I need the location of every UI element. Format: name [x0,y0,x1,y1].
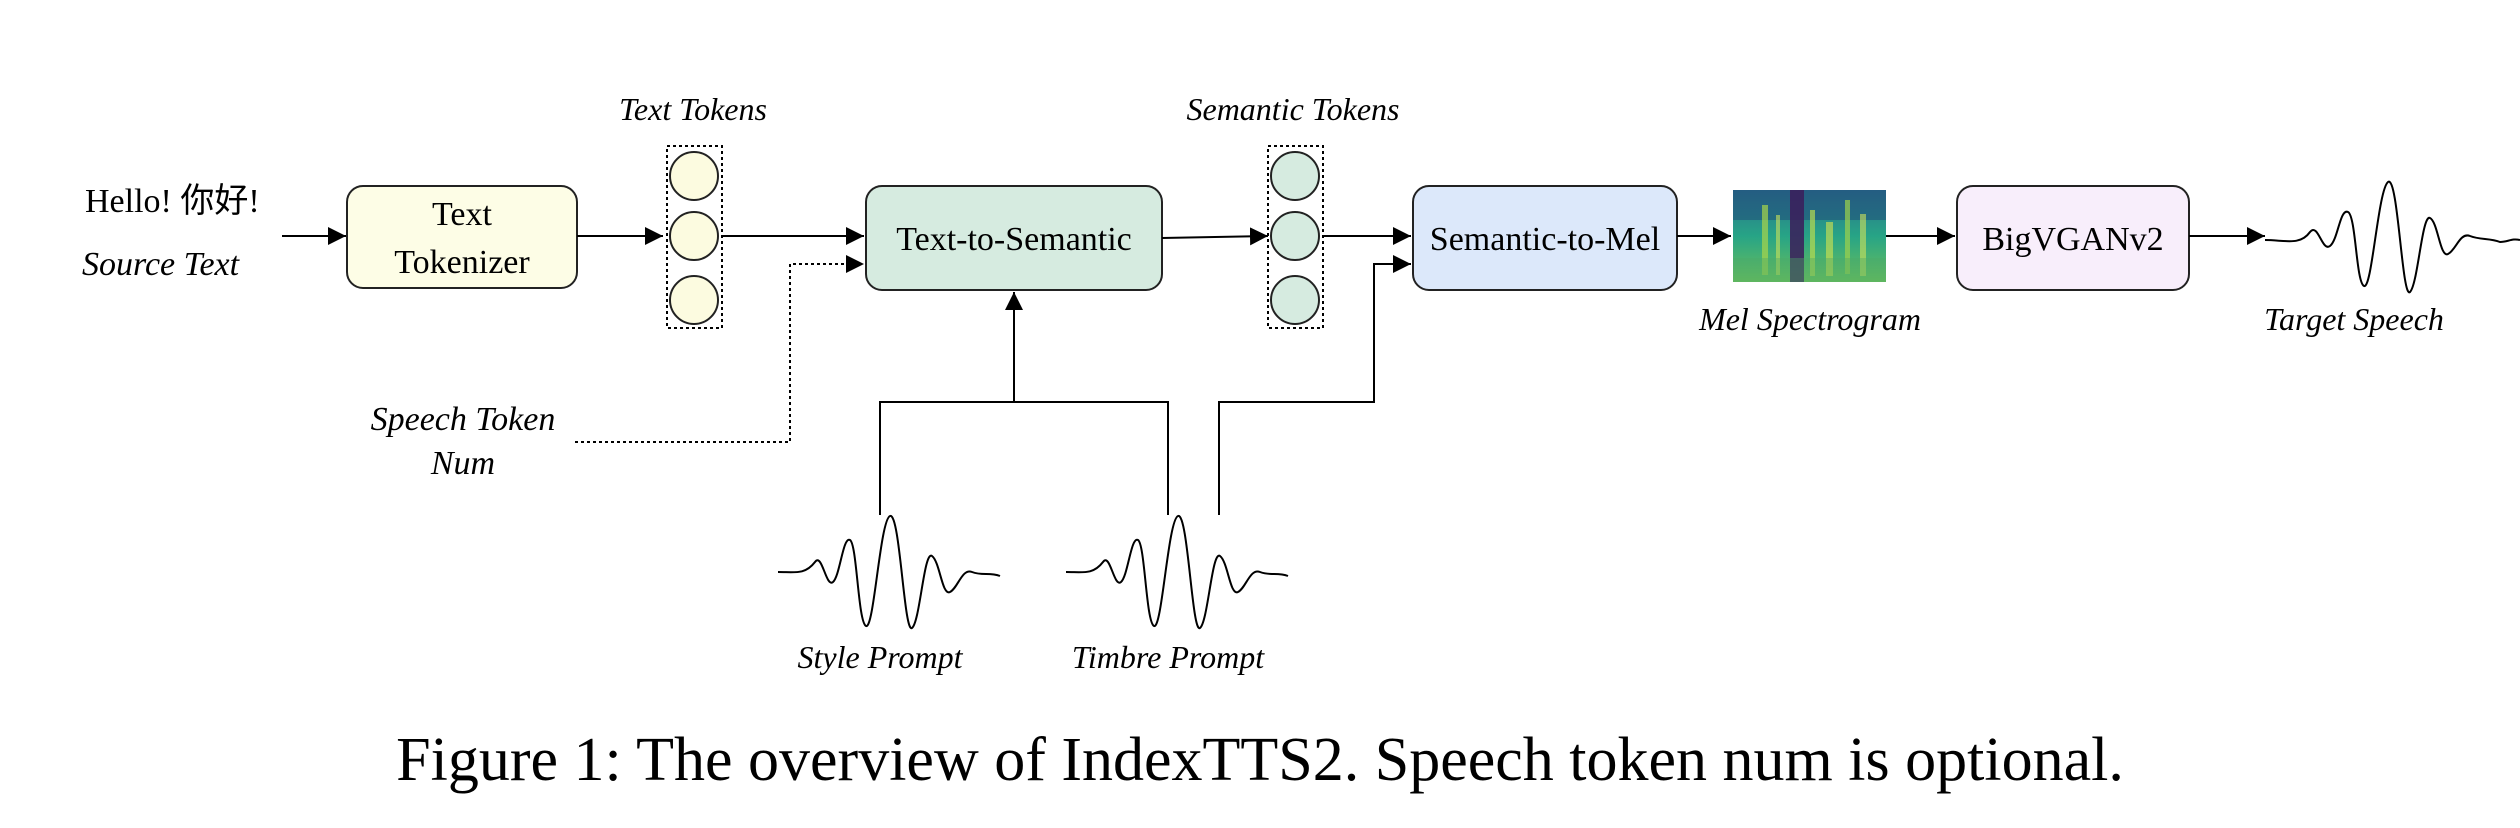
speech-token-num-line1: Speech Token [371,401,556,438]
source-text-label: Source Text [82,246,241,283]
text-to-semantic-label: Text-to-Semantic [896,221,1132,258]
vocoder-block: BigVGANv2 [1956,185,2190,291]
text-tokenizer-block: Text Tokenizer [346,185,578,289]
figure-caption: Figure 1: The overview of IndexTTS2. Spe… [396,726,2124,794]
arrow-speech-token-num-to-t2s [575,255,864,443]
semantic-to-mel-label: Semantic-to-Mel [1430,221,1660,258]
text-to-semantic-block: Text-to-Semantic [865,185,1163,291]
text-token-circle [669,275,719,325]
semantic-token-circle [1270,211,1320,261]
mel-spectrogram-label: Mel Spectrogram [1698,301,1921,337]
line-timbre-prompt-to-t2s [1014,401,1169,515]
style-prompt-waveform [777,514,1001,630]
target-speech-waveform [2264,180,2520,294]
source-text-value: Hello! 你好! [85,182,260,220]
speech-token-num-line2: Num [430,445,495,482]
vocoder-label: BigVGANv2 [1982,221,2163,258]
text-token-circle [669,211,719,261]
semantic-to-mel-block: Semantic-to-Mel [1412,185,1678,291]
text-tokens-label: Text Tokens [619,91,767,127]
semantic-tokens-stack [1267,145,1324,329]
target-speech-label: Target Speech [2264,301,2444,337]
arrow-timbre-prompt-to-s2m [1218,255,1411,515]
semantic-token-circle [1270,275,1320,325]
semantic-tokens-label: Semantic Tokens [1186,91,1399,127]
arrow-t2s-to-semantic-tokens [1161,227,1269,246]
text-tokens-stack [666,145,723,329]
timbre-prompt-label: Timbre Prompt [1072,639,1265,675]
semantic-token-circle [1270,151,1320,201]
timbre-prompt-waveform [1065,514,1289,630]
line-style-prompt-to-t2s [879,401,1014,515]
text-tokenizer-label-line1: Text [432,196,492,233]
text-tokenizer-label-line2: Tokenizer [394,244,530,281]
mel-spectrogram-image [1733,190,1886,282]
indextts2-diagram: Hello! 你好! Source Text Text Tokenizer Te… [82,91,2520,675]
style-prompt-label: Style Prompt [798,639,964,675]
text-token-circle [669,151,719,201]
